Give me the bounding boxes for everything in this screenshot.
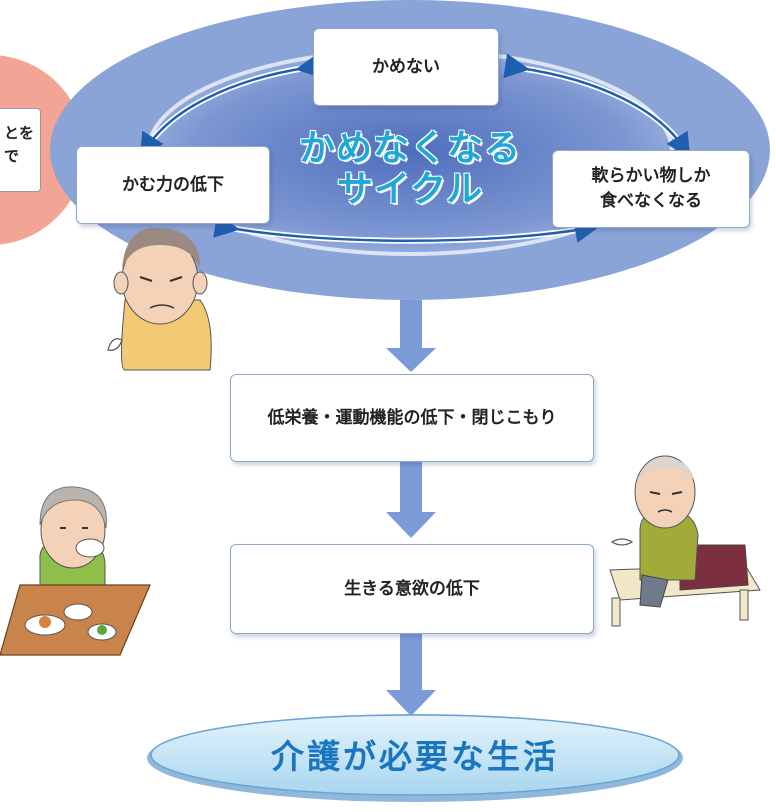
side-note-text: とを で (4, 124, 35, 165)
cycle-arrows (139, 53, 691, 244)
tired-elderly-man-on-bed-illustration (609, 455, 761, 627)
step-malnutrition-decline: 低栄養・運動機能の低下・閉じこもり (230, 374, 594, 462)
node-chewing-power-decline: かむ力の低下 (76, 146, 270, 224)
cycle-title: かめなくなる サイクル (298, 128, 521, 211)
step-motivation-decline: 生きる意欲の低下 (230, 544, 594, 634)
side-circle (0, 55, 85, 245)
result-text: 介護が必要な生活 (271, 737, 559, 776)
node-only-soft-food: 軟らかい物しか 食べなくなる (552, 150, 750, 228)
side-note-box (0, 108, 41, 192)
worried-elderly-man-illustration (107, 227, 212, 371)
flow-arrows (386, 300, 436, 716)
node-cannot-chew: かめない (313, 28, 499, 106)
eating-elderly-woman-illustration (0, 486, 151, 656)
